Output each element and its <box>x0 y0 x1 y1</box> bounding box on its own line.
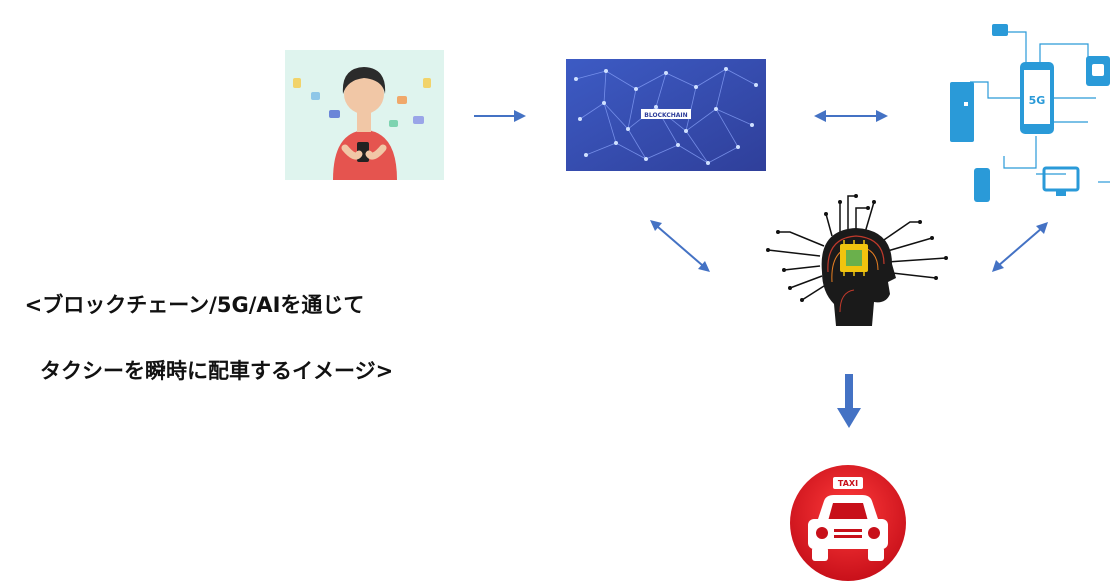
diagram-caption: <ブロックチェーン/5G/AIを通じて タクシーを瞬時に配車するイメージ> <box>10 256 394 421</box>
ai-head-chip-icon <box>766 194 948 326</box>
taxi-node: TAXI <box>788 463 908 583</box>
5g-label: 5G <box>1029 94 1046 107</box>
user-smartphone-node <box>285 50 444 180</box>
arrow-user-to-blockchain <box>474 110 526 122</box>
ai-node <box>760 192 950 337</box>
5g-network-node: 5G <box>948 18 1110 208</box>
blockchain-node: BLOCKCHAIN <box>566 59 766 171</box>
person-with-smartphone-icon <box>285 50 444 180</box>
blockchain-network-icon: BLOCKCHAIN <box>566 59 766 171</box>
arrow-blockchain-5g <box>814 110 888 122</box>
arrow-5g-ai <box>992 222 1048 272</box>
arrow-ai-to-taxi <box>837 374 861 428</box>
caption-line-2: タクシーを瞬時に配車するイメージ> <box>40 359 394 383</box>
taxi-label: TAXI <box>838 479 858 488</box>
taxi-icon: TAXI <box>790 465 906 581</box>
blockchain-label: BLOCKCHAIN <box>644 112 687 119</box>
5g-device-network-icon: 5G <box>950 24 1110 202</box>
caption-line-1: <ブロックチェーン/5G/AIを通じて <box>24 293 365 317</box>
arrow-blockchain-ai <box>650 220 710 272</box>
